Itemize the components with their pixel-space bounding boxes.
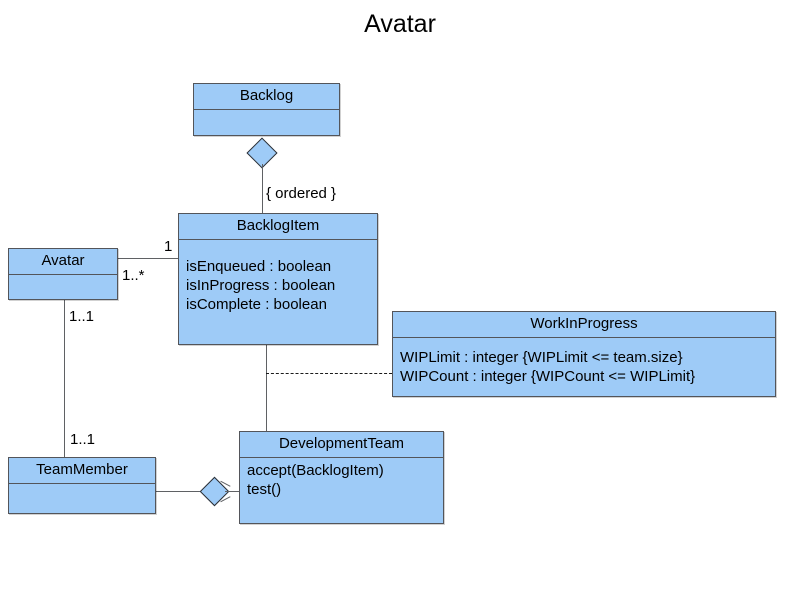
connector-avatar-to-backlogitem	[118, 258, 178, 259]
uml-attributes-backlog	[194, 110, 339, 137]
edge-label-avatar-to-item-one: 1	[164, 238, 173, 255]
uml-class-name-workinprogress: WorkInProgress	[393, 312, 775, 338]
uml-operations-developmentteam: accept(BacklogItem) test()	[240, 458, 443, 503]
uml-class-developmentteam[interactable]: DevelopmentTeam accept(BacklogItem) test…	[239, 431, 444, 524]
uml-attributes-workinprogress: WIPLimit : integer {WIPLimit <= team.siz…	[393, 338, 775, 390]
uml-attributes-backlogitem: isEnqueued : boolean isInProgress : bool…	[179, 240, 377, 318]
edge-label-avatar-to-member-top: 1..1	[69, 308, 95, 325]
edge-label-avatar-to-item-many: 1..*	[122, 267, 145, 284]
uml-attribute: WIPCount : integer {WIPCount <= WIPLimit…	[400, 368, 696, 385]
uml-operation: accept(BacklogItem)	[247, 462, 384, 479]
connector-teammember-to-developmentteam	[156, 491, 204, 492]
uml-attributes-teammember	[9, 484, 155, 515]
uml-operation: test()	[247, 481, 282, 498]
uml-attribute: isEnqueued : boolean	[186, 258, 332, 275]
connector-diamond-to-developmentteam	[225, 491, 240, 492]
uml-attribute: isComplete : boolean	[186, 296, 327, 313]
uml-class-name-avatar: Avatar	[9, 249, 117, 275]
edge-label-avatar-to-member-bottom: 1..1	[70, 431, 96, 448]
uml-class-backlog[interactable]: Backlog	[193, 83, 340, 136]
uml-class-name-backlog: Backlog	[194, 84, 339, 110]
uml-class-name-developmentteam: DevelopmentTeam	[240, 432, 443, 458]
connector-backlog-to-backlogitem	[262, 164, 263, 213]
uml-attribute: isInProgress : boolean	[186, 277, 336, 294]
edge-label-ordered: { ordered }	[266, 185, 337, 202]
uml-class-avatar[interactable]: Avatar	[8, 248, 118, 300]
uml-class-backlogitem[interactable]: BacklogItem isEnqueued : boolean isInPro…	[178, 213, 378, 345]
uml-class-workinprogress[interactable]: WorkInProgress WIPLimit : integer {WIPLi…	[392, 311, 776, 397]
uml-class-name-backlogitem: BacklogItem	[179, 214, 377, 240]
uml-attributes-avatar	[9, 275, 117, 301]
connector-backlogitem-to-developmentteam	[266, 345, 267, 431]
connector-backlogitem-to-workinprogress	[266, 373, 392, 374]
uml-attribute: WIPLimit : integer {WIPLimit <= team.siz…	[400, 349, 683, 366]
connector-avatar-to-teammember	[64, 300, 65, 457]
diagram-title: Avatar	[364, 10, 436, 38]
uml-class-name-teammember: TeamMember	[9, 458, 155, 484]
uml-class-teammember[interactable]: TeamMember	[8, 457, 156, 514]
